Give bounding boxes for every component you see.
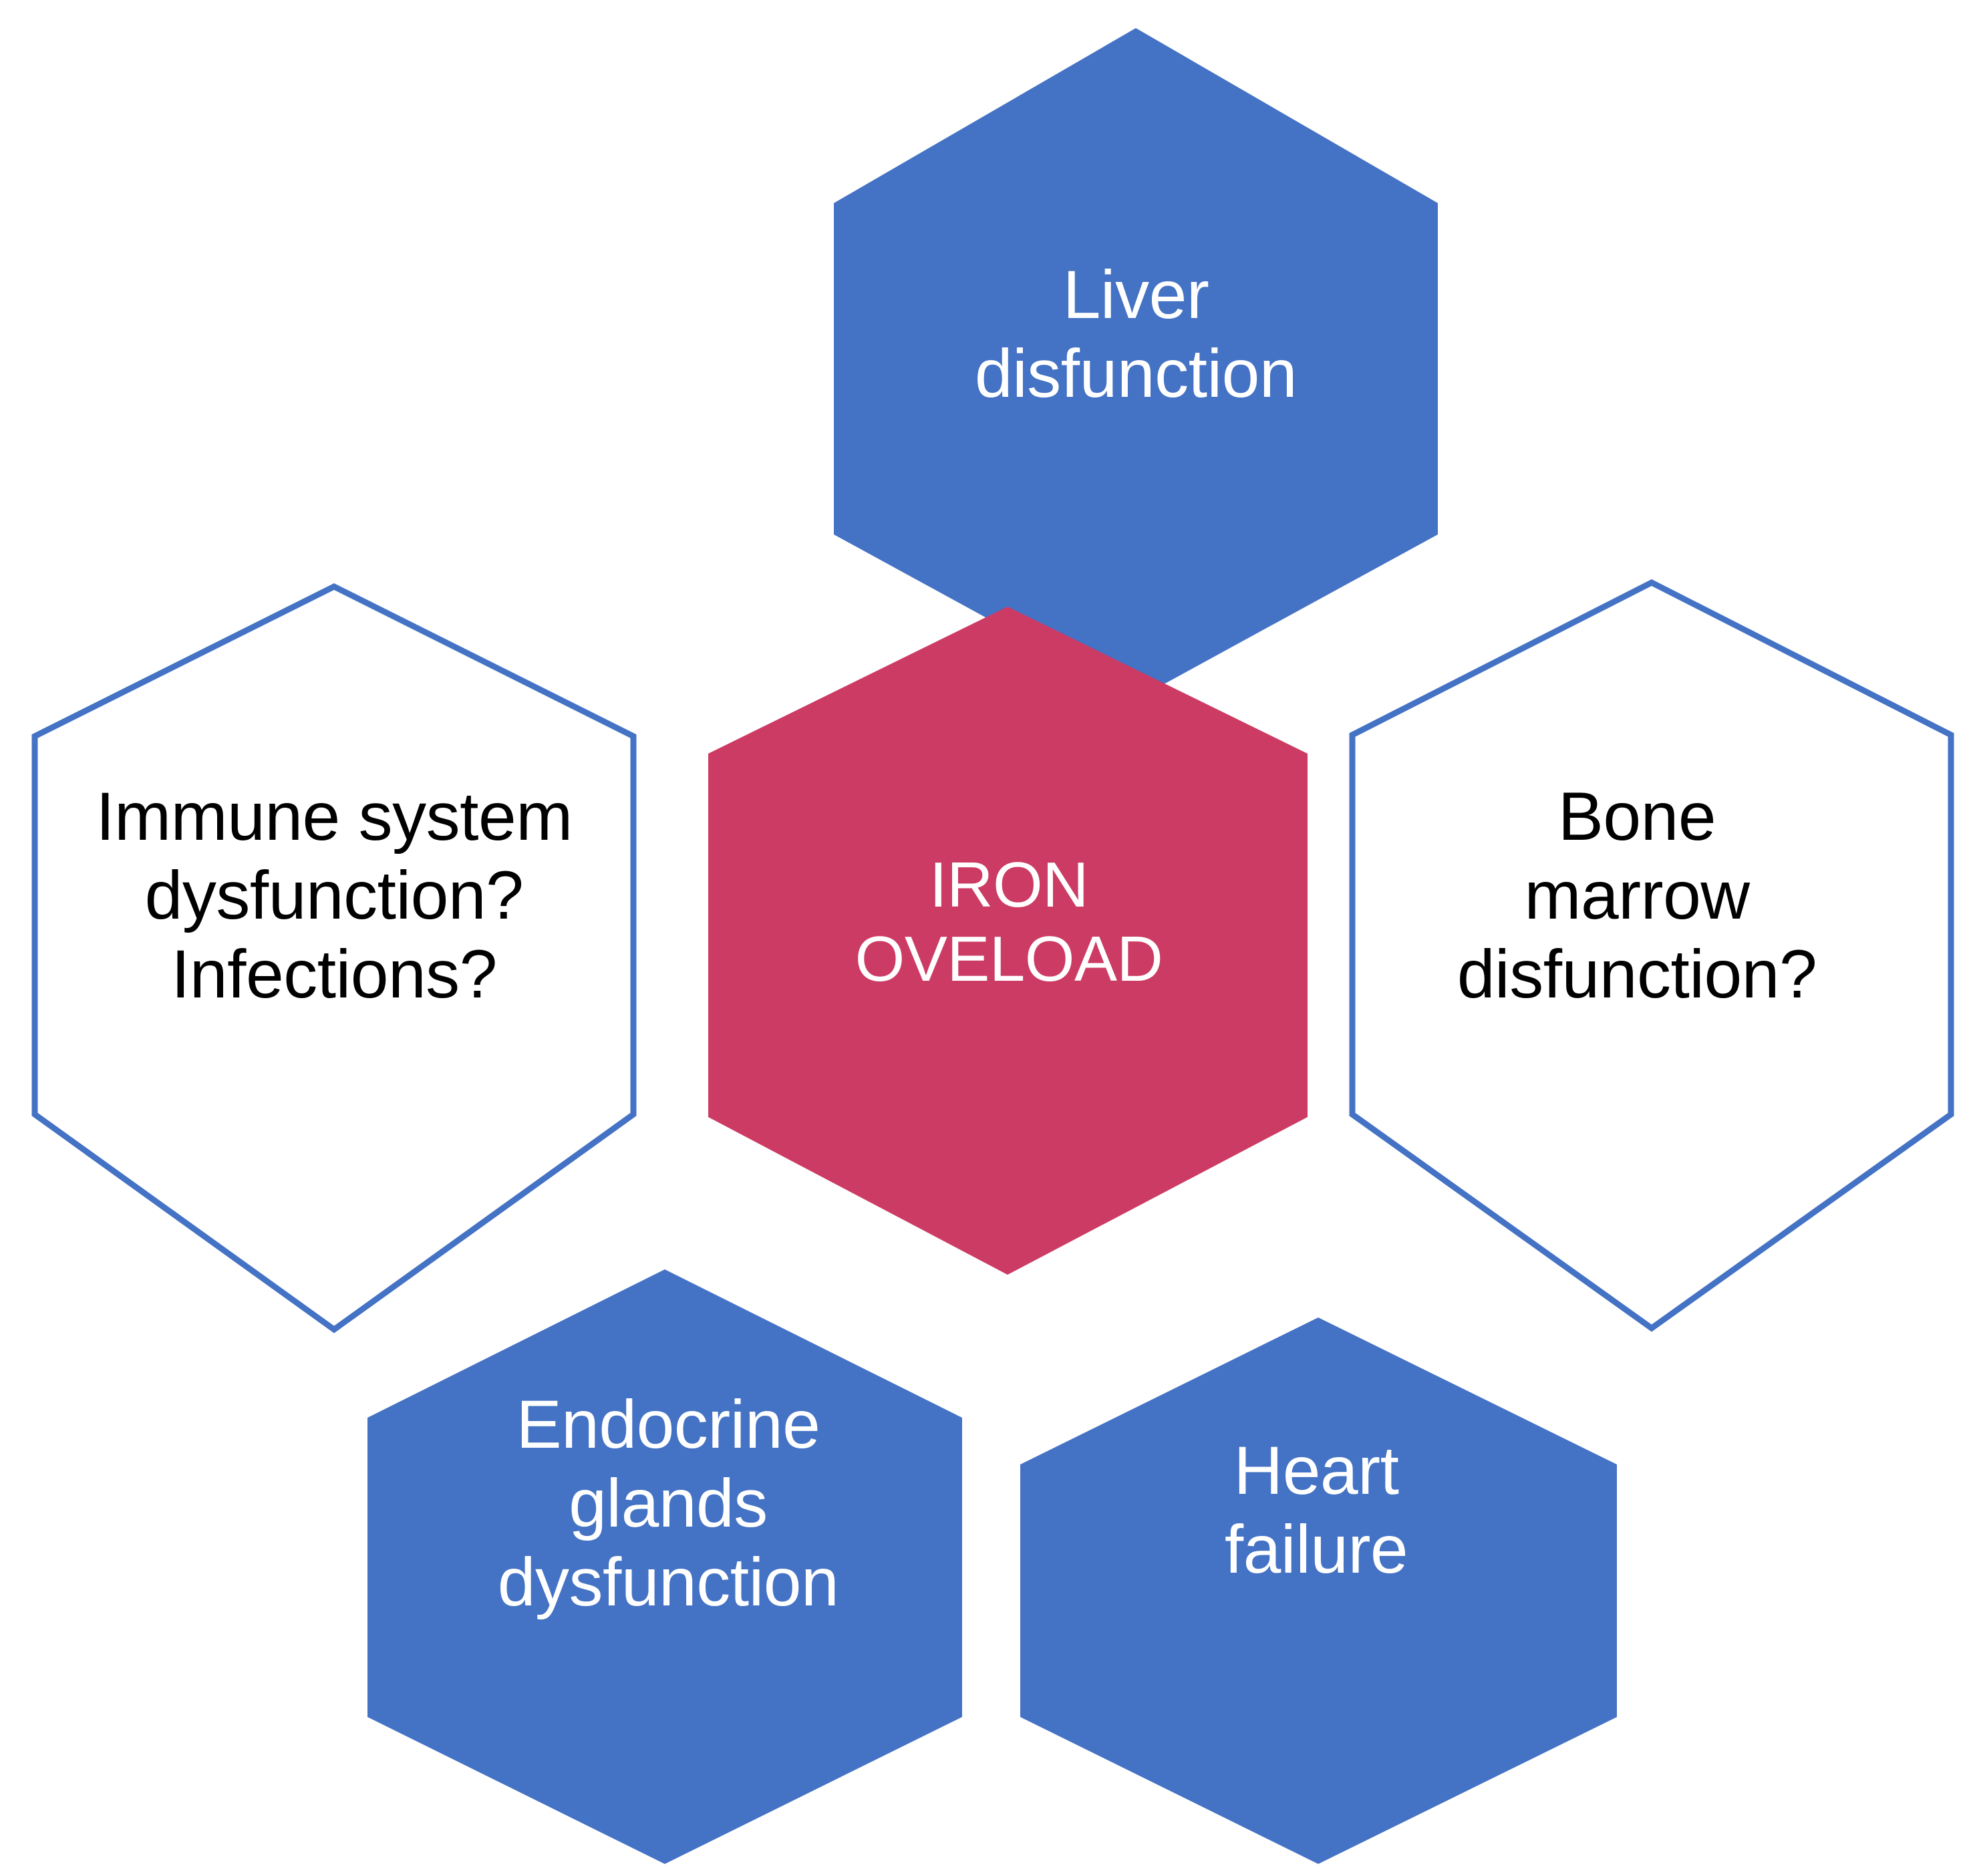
hexagon-iron-overload[interactable] — [708, 607, 1308, 1275]
hexagon-immune-system[interactable] — [31, 583, 637, 1334]
hexagon-bone-marrow[interactable] — [1349, 579, 1954, 1332]
hexagon-endocrine-glands[interactable] — [367, 1269, 962, 1864]
hexagon-heart-failure[interactable] — [1020, 1317, 1617, 1864]
hexagon-liver-disfunction[interactable] — [834, 28, 1438, 699]
